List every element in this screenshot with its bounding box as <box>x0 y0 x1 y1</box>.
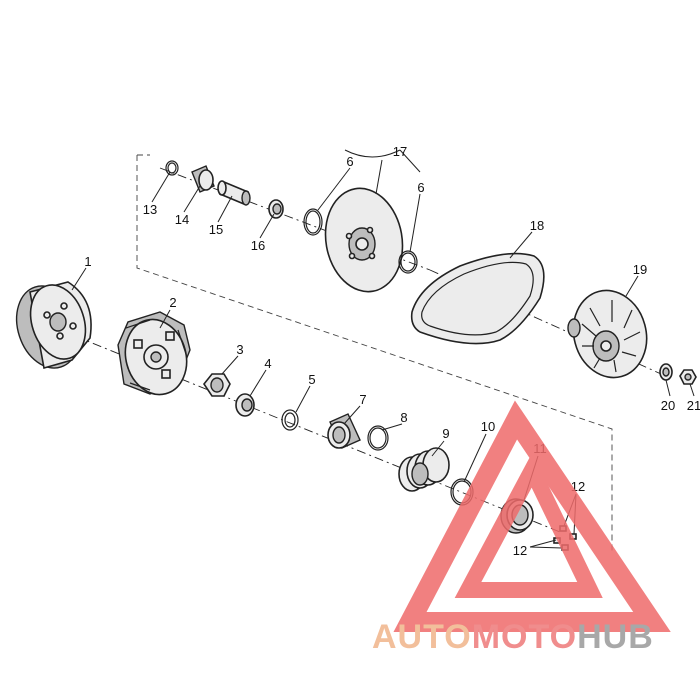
leader-lines <box>71 149 695 549</box>
part-2-clutch-assembly <box>117 311 191 396</box>
callout-18: 18 <box>530 218 544 233</box>
callout-21: 21 <box>687 398 700 413</box>
part-17-pulley-disc <box>324 187 404 293</box>
assembly-frame <box>136 154 613 553</box>
part-9-spring <box>398 447 450 492</box>
watermark-word-part3: HUB <box>577 618 654 656</box>
part-6-o-ring-left <box>303 208 323 236</box>
callout-2: 2 <box>169 295 176 310</box>
callout-13: 13 <box>143 202 157 217</box>
part-20-washer <box>659 363 673 381</box>
part-5-circlip <box>281 409 299 431</box>
callout-7: 7 <box>359 392 366 407</box>
callout-20: 20 <box>661 398 675 413</box>
callout-3: 3 <box>236 342 243 357</box>
part-15-shaft <box>217 180 251 206</box>
callout-12-lower: 12 <box>513 543 527 558</box>
part-8-o-ring <box>367 425 389 451</box>
callout-15: 15 <box>209 222 223 237</box>
part-13-circlip <box>165 160 179 176</box>
part-21-nut <box>679 369 697 385</box>
part-18-drive-belt <box>410 252 545 345</box>
part-4-bearing <box>235 393 255 417</box>
part-1-clutch-bell <box>15 281 92 370</box>
part-3-nut <box>203 373 231 397</box>
callout-6-right: 6 <box>417 180 424 195</box>
callout-17: 17 <box>393 144 407 159</box>
part-6-o-ring-right <box>398 250 418 274</box>
part-7-bushing <box>327 413 361 449</box>
watermark-logo: AUTOMOTOHUB <box>372 400 671 656</box>
callout-10: 10 <box>481 419 495 434</box>
watermark-word-part1: AUTO <box>372 618 472 656</box>
callout-1: 1 <box>84 254 91 269</box>
callout-5: 5 <box>308 372 315 387</box>
watermark-triangle-inner <box>454 452 603 598</box>
callout-16: 16 <box>251 238 265 253</box>
part-14-needle-bearing <box>191 165 215 193</box>
callout-9: 9 <box>442 426 449 441</box>
watermark-brand-text: AUTOMOTOHUB <box>372 618 654 656</box>
callout-19: 19 <box>633 262 647 277</box>
part-19-variator <box>567 289 648 379</box>
callout-8: 8 <box>400 410 407 425</box>
callout-numbers: 1 2 3 4 5 6 6 7 8 9 10 11 12 12 13 14 15… <box>84 144 700 558</box>
watermark-triangle-outer <box>393 400 671 632</box>
callout-6-left: 6 <box>346 154 353 169</box>
callout-4: 4 <box>264 356 271 371</box>
watermark-word-part2: MOTO <box>472 618 577 656</box>
part-16-washer <box>268 199 284 219</box>
callout-14: 14 <box>175 212 189 227</box>
